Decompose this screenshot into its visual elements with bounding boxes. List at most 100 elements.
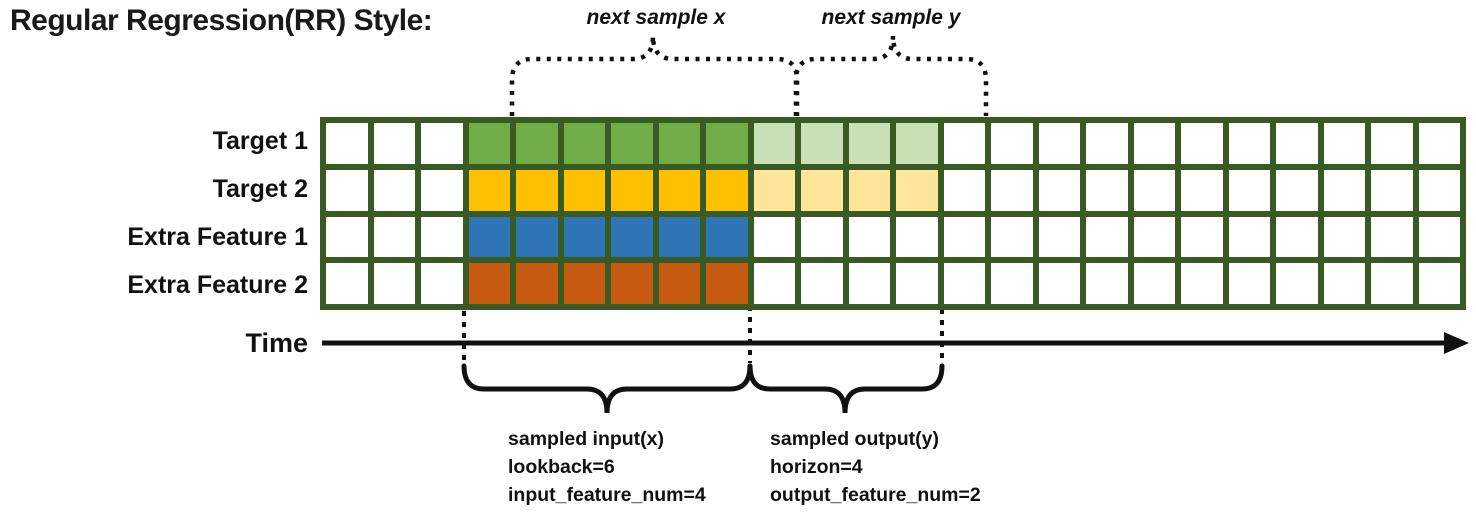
grid-cell xyxy=(1181,123,1223,164)
grid-cell xyxy=(1038,263,1080,304)
grid-cell xyxy=(1276,123,1318,164)
grid-cell xyxy=(753,263,795,304)
next-sample-y-brace-icon xyxy=(793,35,989,116)
grid-cell xyxy=(1228,216,1270,258)
time-arrow-head-icon xyxy=(1444,332,1469,354)
grid-cell xyxy=(658,263,700,304)
grid-cell xyxy=(753,169,795,211)
grid-cell xyxy=(516,123,558,164)
grid-cell xyxy=(991,263,1033,304)
grid-cell xyxy=(991,169,1033,211)
grid-cell xyxy=(1181,216,1223,258)
grid-cell xyxy=(1228,263,1270,304)
grid-cell xyxy=(801,169,843,211)
grid-cell xyxy=(801,263,843,304)
time-axis-label: Time xyxy=(245,328,308,358)
grid-cell xyxy=(1276,263,1318,304)
grid-cell xyxy=(1038,123,1080,164)
grid-cell xyxy=(991,216,1033,258)
grid-cell xyxy=(1323,216,1365,258)
grid-cell xyxy=(1371,216,1413,258)
next-sample-x-label: next sample x xyxy=(586,6,726,29)
grid-cell xyxy=(1418,123,1460,164)
grid-cell xyxy=(753,216,795,258)
grid-cell xyxy=(1371,123,1413,164)
grid-cell xyxy=(848,216,890,258)
grid-cell xyxy=(516,263,558,304)
grid-cell xyxy=(468,169,510,211)
grid-cell xyxy=(896,216,938,258)
grid-cell xyxy=(1086,123,1128,164)
grid-cell xyxy=(848,123,890,164)
grid-cell xyxy=(1276,169,1318,211)
grid-cell xyxy=(563,263,605,304)
grid-cell xyxy=(1038,169,1080,211)
grid-cell xyxy=(468,216,510,258)
page-title: Regular Regression(RR) Style: xyxy=(10,4,433,37)
grid-cell xyxy=(943,123,985,164)
grid-cell xyxy=(1228,169,1270,211)
grid-cell xyxy=(1038,216,1080,258)
grid-cell xyxy=(611,263,653,304)
next-sample-y-label: next sample y xyxy=(821,6,961,29)
grid-cell xyxy=(706,263,748,304)
grid-cell xyxy=(991,123,1033,164)
grid-cell xyxy=(1276,216,1318,258)
row-labels: Target 1 Target 2 Extra Feature 1 Extra … xyxy=(0,117,308,310)
grid-cell xyxy=(706,123,748,164)
grid-cell xyxy=(468,263,510,304)
grid-cell xyxy=(943,263,985,304)
grid-cell xyxy=(1323,123,1365,164)
sampled-output-line: sampled output(y) xyxy=(770,428,939,450)
grid-cell xyxy=(373,216,415,258)
row-label-extra-feature-1: Extra Feature 1 xyxy=(127,223,308,252)
grid-cell xyxy=(1086,216,1128,258)
horizon-line: horizon=4 xyxy=(770,456,863,478)
grid-cell xyxy=(373,169,415,211)
row-label-target-2: Target 2 xyxy=(212,174,308,203)
grid-cell xyxy=(1181,263,1223,304)
grid-cell xyxy=(373,263,415,304)
grid-cell xyxy=(706,169,748,211)
output-feature-num-line: output_feature_num=2 xyxy=(770,484,981,506)
lookback-line: lookback=6 xyxy=(508,456,615,478)
grid-cell xyxy=(943,216,985,258)
next-sample-x-brace-icon xyxy=(509,35,800,116)
grid-cell xyxy=(1086,263,1128,304)
grid-cell xyxy=(1086,169,1128,211)
sampled-input-brace-icon xyxy=(461,363,753,414)
grid-cell xyxy=(896,169,938,211)
grid-cell xyxy=(1323,263,1365,304)
grid-cell xyxy=(421,123,463,164)
sampled-output-brace-icon xyxy=(747,363,945,414)
grid-cell xyxy=(563,216,605,258)
grid-cell xyxy=(896,263,938,304)
grid-cell xyxy=(1418,169,1460,211)
grid-cell xyxy=(1371,169,1413,211)
grid-cell xyxy=(848,263,890,304)
grid-cell xyxy=(611,169,653,211)
grid-cell xyxy=(1418,216,1460,258)
grid-cell xyxy=(658,169,700,211)
grid-cell xyxy=(516,216,558,258)
grid-cell xyxy=(801,216,843,258)
grid-cell xyxy=(326,216,368,258)
grid-cell xyxy=(421,216,463,258)
grid-cell xyxy=(611,216,653,258)
grid-cell xyxy=(516,169,558,211)
grid-cell xyxy=(1228,123,1270,164)
grid-cell xyxy=(1418,263,1460,304)
grid-cell xyxy=(326,123,368,164)
grid-cell xyxy=(563,169,605,211)
grid-cell xyxy=(421,169,463,211)
grid-cell xyxy=(1323,169,1365,211)
sampled-input-annotation: sampled input(x) lookback=6 input_featur… xyxy=(508,425,706,509)
grid-cell xyxy=(1133,169,1175,211)
grid-cell xyxy=(848,169,890,211)
grid-cell xyxy=(1133,123,1175,164)
row-label-extra-feature-2: Extra Feature 2 xyxy=(127,271,308,300)
grid-cell xyxy=(753,123,795,164)
grid-cell xyxy=(896,123,938,164)
